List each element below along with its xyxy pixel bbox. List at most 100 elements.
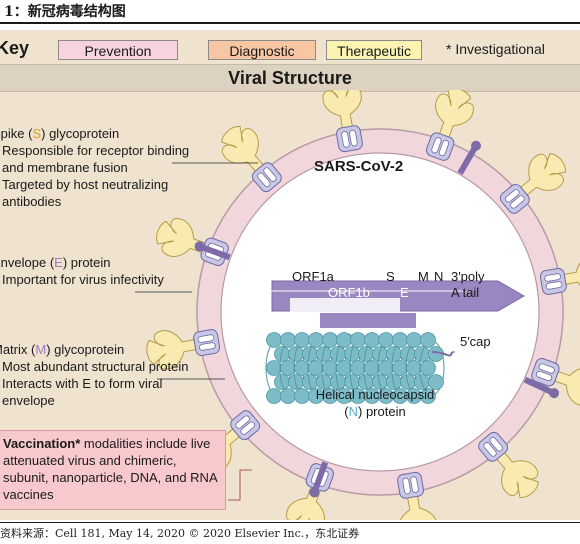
spike-7 xyxy=(398,485,438,520)
source-footer: 资料来源：Cell 181, May 14, 2020 © 2020 Elsev… xyxy=(0,522,580,544)
diagram-panel: Key Prevention Diagnostic Therapeutic * … xyxy=(0,30,580,520)
matrix-label: Matrix (M) glycoprotein Most abundant st… xyxy=(0,341,192,409)
spike-2 xyxy=(435,90,475,148)
matrix-inner-bottom xyxy=(535,370,553,382)
matrix-outer xyxy=(397,471,425,499)
matrix-outer xyxy=(335,125,363,153)
key-label: Key xyxy=(0,38,30,58)
spike-3 xyxy=(512,153,566,203)
matrix-3 xyxy=(539,267,567,295)
matrix-5 xyxy=(478,431,509,462)
matrix-inner-top xyxy=(410,476,419,493)
capsid-subunit xyxy=(280,388,296,404)
capsid-subunit xyxy=(364,360,380,376)
spike-bullet-2: Targeted by host neutralizing antibodies xyxy=(0,176,192,210)
envelope-knob xyxy=(194,241,205,252)
matrix-inner-bottom xyxy=(263,167,277,182)
orf1a-label: ORF1a xyxy=(292,269,334,284)
spike-12 xyxy=(221,126,271,180)
matrix-inner-top xyxy=(505,189,520,203)
envelope-title-pre: Envelope ( xyxy=(0,255,55,270)
matrix-title-pre: Matrix ( xyxy=(0,342,36,357)
matrix-inner-bottom xyxy=(197,334,215,343)
three-poly-label: 3′poly xyxy=(451,269,485,284)
matrix-inner-bottom xyxy=(402,477,411,495)
figure-title: 1：新冠病毒结构图 xyxy=(0,0,580,24)
capsid-subunit xyxy=(392,360,408,376)
capsid-subunit xyxy=(322,360,338,376)
matrix-inner-top xyxy=(240,421,255,435)
vaccination-connector xyxy=(228,469,252,501)
spike-1 xyxy=(322,90,362,139)
capsid-subunit xyxy=(386,346,402,362)
matrix-inner-top xyxy=(257,172,271,187)
matrix-9 xyxy=(193,329,221,357)
vaccination-text: modalities include live attenuated virus… xyxy=(3,436,217,502)
envelope-bullet-1: Important for virus infectivity xyxy=(0,271,192,288)
envelope-stalk xyxy=(523,376,554,396)
matrix-1 xyxy=(426,132,455,161)
envelope-knob xyxy=(549,388,560,399)
key-investigational: * Investigational xyxy=(446,41,545,57)
section-title: Viral Structure xyxy=(0,64,580,92)
matrix-inner-bottom xyxy=(545,281,563,290)
matrix-12 xyxy=(335,125,363,153)
orf1b-label: ORF1b xyxy=(328,285,370,300)
capsid-subunit xyxy=(308,360,324,376)
nucleocapsid-letter: N xyxy=(348,404,359,419)
orf1a-segment xyxy=(290,298,400,313)
gene-n-label: N xyxy=(434,269,444,284)
capsid-subunit xyxy=(280,360,296,376)
nucleocapsid-label: Helical nucleocapsid (N) protein xyxy=(306,386,444,420)
spike-6 xyxy=(489,444,539,498)
capsid-subunit xyxy=(364,332,380,348)
matrix-4 xyxy=(531,358,560,387)
envelope-knob xyxy=(309,487,320,498)
spike-head xyxy=(544,367,580,407)
matrix-outer xyxy=(539,267,567,295)
matrix-inner-bottom xyxy=(349,129,358,147)
capsid-subunit xyxy=(274,346,290,362)
matrix-title: Matrix (M) glycoprotein xyxy=(0,341,192,358)
envelope-stalk xyxy=(200,244,231,261)
matrix-title-letter: M xyxy=(35,342,47,357)
nucleocapsid-helix xyxy=(265,332,453,404)
capsid-subunit xyxy=(336,332,352,348)
envelope-label: Envelope (E) protein Important for virus… xyxy=(0,254,192,288)
capsid-subunit xyxy=(372,346,388,362)
envelope-stalk xyxy=(457,145,478,175)
nucleocapsid-line1: Helical nucleocapsid xyxy=(315,387,435,402)
matrix-6 xyxy=(397,471,425,499)
matrix-outer xyxy=(426,132,455,161)
matrix-inner-top xyxy=(489,437,503,452)
nucleocapsid-paren-open: ( xyxy=(344,404,349,419)
rna-tail xyxy=(431,351,453,357)
matrix-inner-top xyxy=(431,137,442,154)
capsid-subunit xyxy=(280,332,296,348)
capsid-subunit xyxy=(378,332,394,348)
capsid-subunit xyxy=(350,360,366,376)
vaccination-box: Vaccination* modalities include live att… xyxy=(0,430,226,510)
capsid-subunit xyxy=(392,332,408,348)
nucleocapsid-paren-close: ) protein xyxy=(358,404,406,419)
spike-head xyxy=(553,254,580,294)
matrix-outer xyxy=(531,358,560,387)
matrix-proteins xyxy=(193,125,567,499)
key-row: Key Prevention Diagnostic Therapeutic * … xyxy=(0,34,580,62)
rna-description: (+) ssRNA, ~30 kb, non-segmented xyxy=(276,251,481,266)
capsid-subunit xyxy=(378,360,394,376)
matrix-outer xyxy=(230,410,261,441)
vaccination-bold: Vaccination* xyxy=(3,436,81,451)
spike-title-post: ) glycoprotein xyxy=(41,126,120,141)
matrix-inner-bottom xyxy=(510,195,525,209)
five-cap-label: 5′cap xyxy=(460,334,491,349)
key-prevention: Prevention xyxy=(58,40,178,60)
spike-head xyxy=(512,153,566,203)
matrix-outer xyxy=(499,183,530,214)
a-tail-label: A tail xyxy=(451,285,480,300)
capsid-subunit xyxy=(266,388,282,404)
matrix-title-post: ) glycoprotein xyxy=(46,342,125,357)
capsid-subunit xyxy=(406,360,422,376)
matrix-11 xyxy=(251,162,282,193)
key-therapeutic: Therapeutic xyxy=(326,40,422,60)
